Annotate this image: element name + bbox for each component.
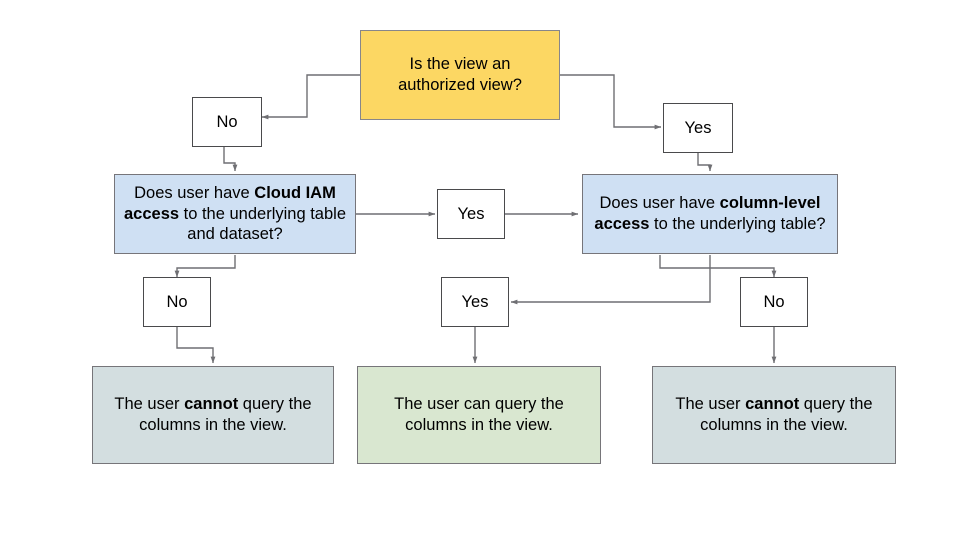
node-branch-no-right[interactable]: No [740, 277, 808, 327]
edge-authorizedview-to-no [261, 74, 360, 120]
node-branch-yes-top[interactable]: Yes [663, 103, 733, 153]
node-outcome-left-label: The user cannot query the columns in the… [114, 395, 312, 434]
node-branch-yes-low[interactable]: Yes [441, 277, 509, 327]
node-branch-no-top[interactable]: No [192, 97, 262, 147]
node-branch-no-left[interactable]: No [143, 277, 211, 327]
node-column-level-access-label: Does user have column-level access to th… [594, 194, 826, 233]
node-branch-no-right-label: No [763, 292, 785, 311]
node-outcome-middle-label: The user can query the columns in the vi… [394, 395, 564, 434]
node-is-authorized-view-label: Is the view an authorized view? [398, 55, 522, 94]
node-cloud-iam-access-label: Does user have Cloud IAM access to the u… [123, 183, 346, 244]
node-branch-yes-mid-label: Yes [457, 204, 485, 223]
node-branch-no-top-label: No [216, 112, 238, 131]
node-branch-yes-mid[interactable]: Yes [437, 189, 505, 239]
edge-noleft-to-outcomeleft [176, 327, 216, 364]
node-branch-no-left-label: No [166, 292, 188, 311]
node-outcome-middle-can-query[interactable]: The user can query the columns in the vi… [357, 366, 601, 464]
edge-authorizedview-to-yes [560, 74, 662, 130]
edge-yes-to-columnlevel [697, 153, 713, 172]
node-branch-yes-low-label: Yes [461, 292, 489, 311]
edge-no-to-cloudiam [223, 147, 238, 172]
node-outcome-right-cannot-query[interactable]: The user cannot query the columns in the… [652, 366, 896, 464]
edge-cloudiam-to-noleft [174, 255, 236, 278]
edge-columnlevel-to-noright [659, 255, 777, 278]
node-outcome-right-label: The user cannot query the columns in the… [675, 395, 873, 434]
node-is-authorized-view[interactable]: Is the view an authorized view? [360, 30, 560, 120]
node-cloud-iam-access[interactable]: Does user have Cloud IAM access to the u… [114, 174, 356, 254]
node-branch-yes-top-label: Yes [684, 118, 712, 137]
node-outcome-left-cannot-query[interactable]: The user cannot query the columns in the… [92, 366, 334, 464]
node-column-level-access[interactable]: Does user have column-level access to th… [582, 174, 838, 254]
edge-columnlevel-to-yeslow [510, 255, 711, 305]
